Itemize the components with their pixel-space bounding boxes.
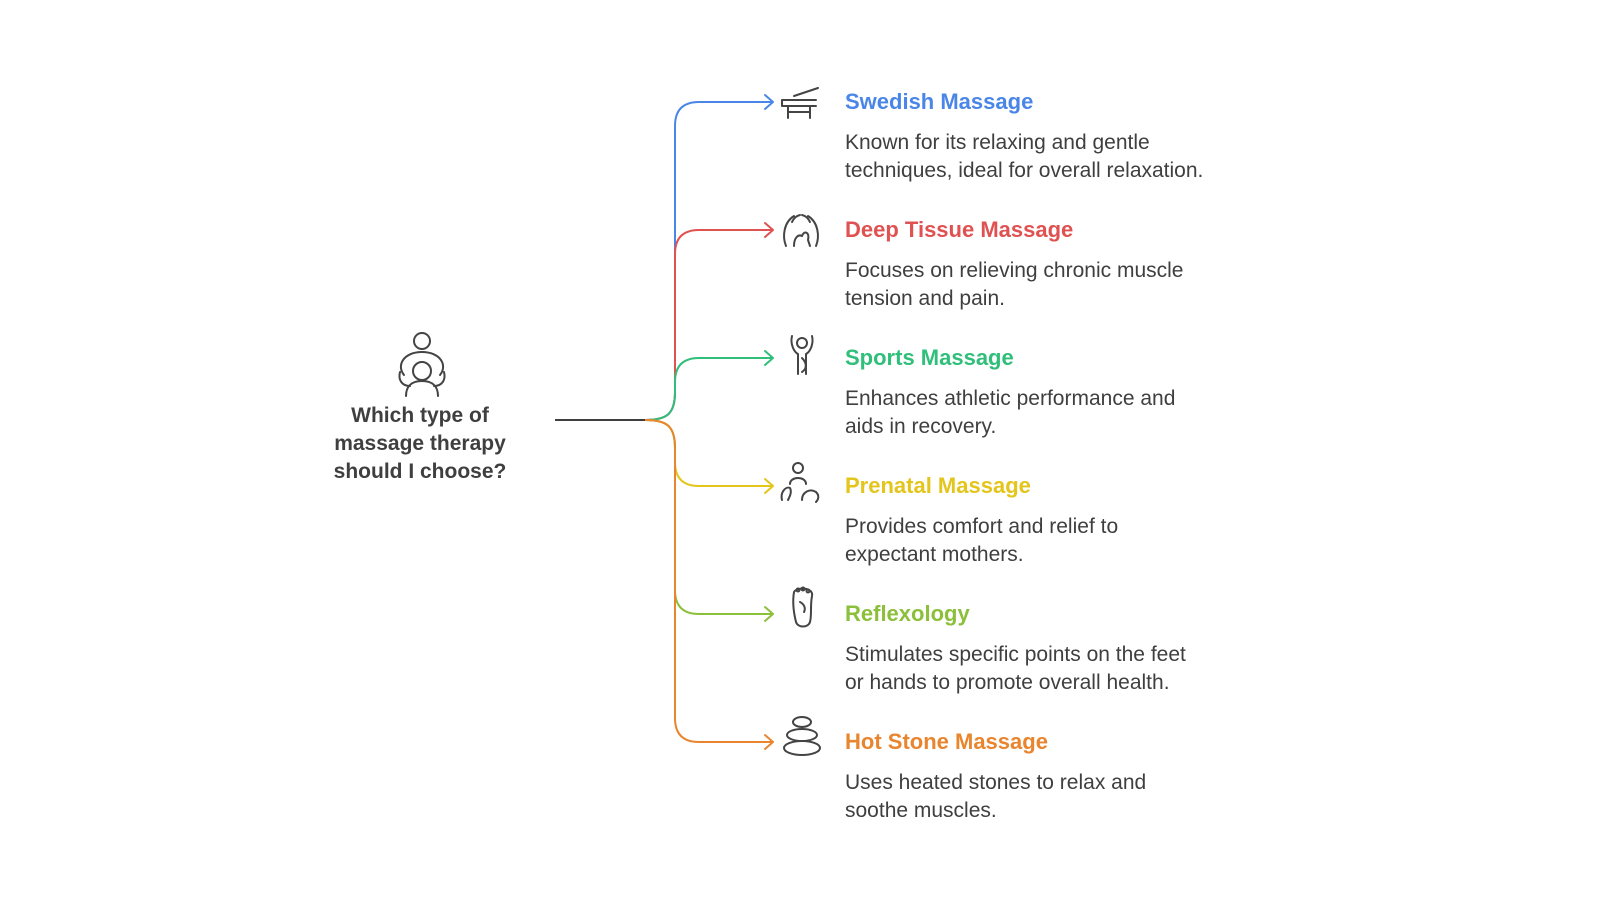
branch-title: Deep Tissue Massage <box>845 217 1074 242</box>
back-pressure-hand-icon <box>783 214 819 247</box>
branch-title: Reflexology <box>845 601 970 626</box>
arrowhead <box>764 606 774 622</box>
branch-description: Provides comfort and relief to expectant… <box>845 515 1119 566</box>
stacked-stones-icon <box>783 716 821 756</box>
branch-prenatal-massage: Prenatal Massage Provides comfort and re… <box>845 471 1205 569</box>
caregiver-hands-icon <box>780 462 820 503</box>
branch-description: Enhances athletic performance and aids i… <box>845 387 1176 438</box>
branch-connector-line <box>644 101 773 421</box>
branch-reflexology: Reflexology Stimulates specific points o… <box>845 599 1205 697</box>
arrowhead <box>764 350 774 366</box>
branch-title: Prenatal Massage <box>845 473 1031 498</box>
branch-connectors <box>644 94 774 750</box>
branch-deep-tissue-massage: Deep Tissue Massage Focuses on relieving… <box>845 215 1205 313</box>
person-massage-icon <box>398 332 446 397</box>
question-text: Which type of massage therapy should I c… <box>333 404 507 483</box>
branch-title: Sports Massage <box>845 345 1014 370</box>
foot-icon <box>792 586 814 628</box>
branch-hot-stone-massage: Hot Stone Massage Uses heated stones to … <box>845 727 1205 825</box>
arrowhead <box>764 94 774 110</box>
branch-title: Swedish Massage <box>845 89 1034 114</box>
branch-sports-massage: Sports Massage Enhances athletic perform… <box>845 343 1205 441</box>
branch-title: Hot Stone Massage <box>845 729 1048 754</box>
branch-connector-line <box>644 419 773 487</box>
arrowhead <box>764 734 774 750</box>
branch-description: Focuses on relieving chronic muscle tens… <box>845 259 1184 310</box>
arrowhead <box>764 222 774 238</box>
branch-connector-line <box>644 229 773 421</box>
massage-table-icon <box>781 87 819 119</box>
branch-connector-line <box>644 419 773 615</box>
arrowhead <box>764 478 774 494</box>
branch-description: Known for its relaxing and gentle techni… <box>845 131 1204 182</box>
branch-connector-line <box>644 357 773 421</box>
branch-description: Stimulates specific points on the feet o… <box>845 643 1186 694</box>
athlete-muscle-icon <box>790 335 814 375</box>
branch-connector-line <box>644 419 773 743</box>
branch-description: Uses heated stones to relax and soothe m… <box>845 771 1147 822</box>
branch-swedish-massage: Swedish Massage Known for its relaxing a… <box>845 87 1205 185</box>
